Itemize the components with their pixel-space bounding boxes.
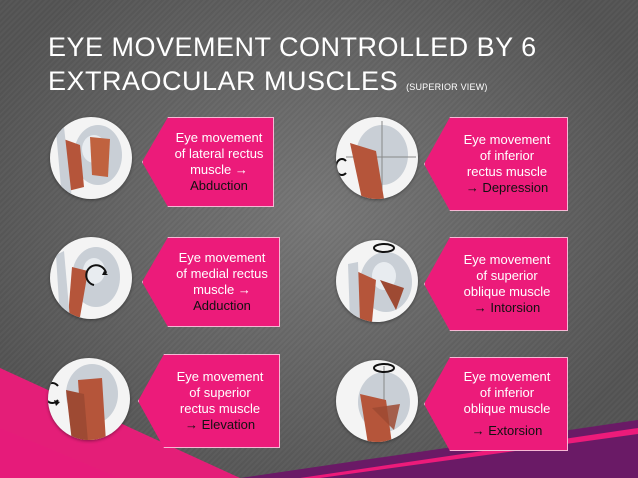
card-line: rectus muscle [179,401,261,416]
card-result: Abduction [190,178,248,193]
card-line: of superior [476,268,538,283]
inferior-oblique-illustration [336,360,418,442]
card-line: oblique muscle [463,401,551,416]
card-result-text: → Extorsion [471,423,543,438]
card-line: rectus muscle [466,164,548,179]
slide-title: EYE MOVEMENT CONTROLLED BY 6 EXTRAOCULAR… [48,30,608,104]
card-result-text: → Elevation [184,417,256,432]
title-line-1: EYE MOVEMENT CONTROLLED BY 6 [48,32,537,62]
card-superior-rectus: Eye movement of superior rectus muscle →… [138,354,280,448]
card-line: Eye movement [463,369,551,384]
card-result: Adduction [193,298,251,313]
superior-oblique-illustration [336,240,418,322]
card-result: → Depression [466,180,548,196]
card-line: muscle → [193,282,251,297]
card-line: Eye movement [463,132,551,147]
card-line: of inferior [479,385,535,400]
card-line: muscle → [190,162,248,177]
card-medial-rectus: Eye movement of medial rectus muscle → A… [142,237,280,327]
card-superior-oblique: Eye movement of superior oblique muscle … [424,237,568,331]
card-result: → Extorsion [472,423,543,439]
card-line: Eye movement [178,250,266,265]
card-result: → Elevation [185,417,255,433]
card-line: Eye movement [463,252,551,267]
superior-rectus-illustration [48,358,130,440]
card-inferior-rectus: Eye movement of inferior rectus muscle →… [424,117,568,211]
card-line: Eye movement [176,369,264,384]
title-line-2: EXTRAOCULAR MUSCLES (SUPERIOR VIEW) [48,64,608,104]
card-line: of inferior [479,148,535,163]
card-lateral-rectus: Eye movement of lateral rectus muscle → … [142,117,274,207]
card-result-text: → Intorsion [473,300,541,315]
card-line: Eye movement [175,130,263,145]
card-result-text: → Depression [465,180,549,195]
title-subtitle: (SUPERIOR VIEW) [406,82,488,92]
card-line: of medial rectus [176,266,268,281]
card-line: oblique muscle [463,284,551,299]
card-result: → Intorsion [474,300,540,316]
card-line: of lateral rectus [174,146,264,161]
inferior-rectus-illustration [336,117,418,199]
card-inferior-oblique: Eye movement of inferior oblique muscle … [424,357,568,451]
title-line-2-text: EXTRAOCULAR MUSCLES [48,66,407,96]
card-line: of superior [189,385,251,400]
lateral-rectus-illustration [50,117,132,199]
medial-rectus-illustration [50,237,132,319]
